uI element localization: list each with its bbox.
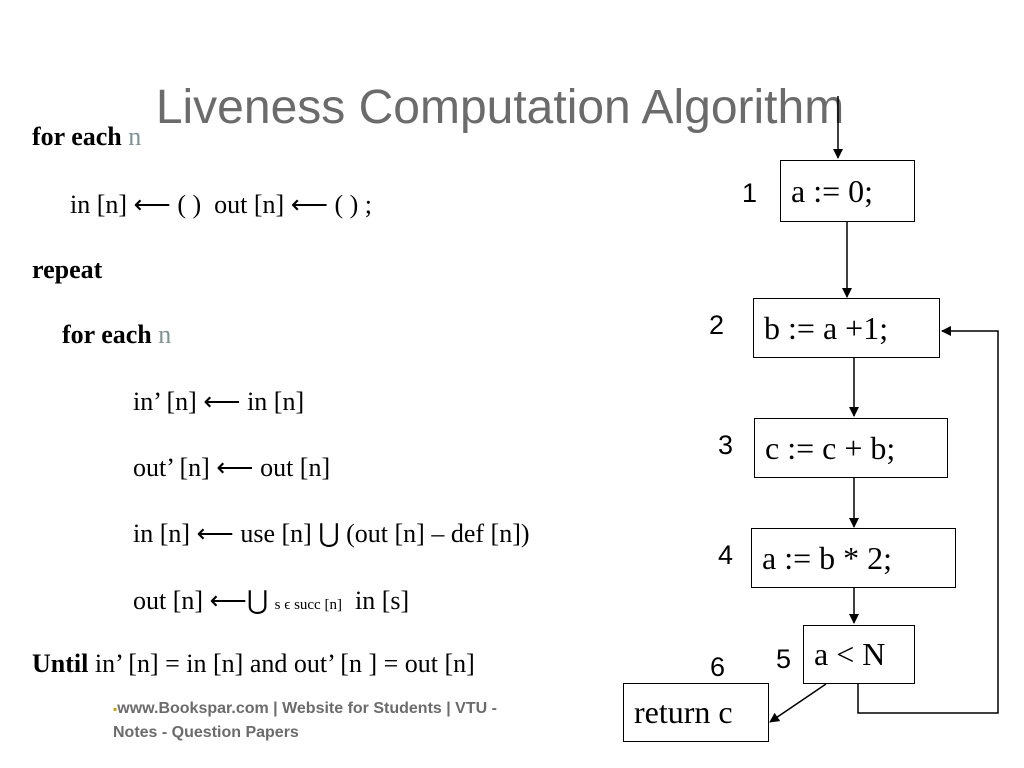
out-prime-lhs: out’ [n]: [133, 453, 210, 482]
footer-bullet: ▪: [113, 702, 118, 716]
out-rhs: in [s]: [354, 586, 410, 615]
algo-line-out-prime: out’ [n] ⟵ out [n]: [133, 455, 330, 481]
init-empty-2: ( ) ;: [334, 190, 373, 219]
in-use: use [n]: [240, 519, 312, 548]
assign-arrow: ⟵: [216, 453, 254, 482]
algo-line-until: Until in’ [n] = in [n] and out’ [n ] = o…: [32, 651, 475, 677]
node-number: 4: [718, 540, 734, 570]
node-number: 1: [742, 178, 758, 208]
in-lhs: in [n]: [133, 519, 191, 548]
out-prime-rhs: out [n]: [260, 453, 331, 482]
algo-line-for-each: for each n: [32, 124, 141, 150]
algo-line-out: out [n] ⟵⋃ s ϵ succ [n] in [s]: [133, 586, 410, 616]
edge-5-6: [769, 683, 827, 723]
var-n: n: [158, 320, 172, 349]
assign-arrow: ⟵: [209, 586, 247, 615]
union-symbol: ⋃: [318, 519, 340, 549]
edge-5-2-back: [857, 326, 999, 714]
out-lhs: out [n]: [133, 586, 204, 615]
node-number: 2: [709, 310, 725, 340]
assign-arrow: ⟵: [196, 519, 234, 548]
out-subscript: s ϵ succ [n]: [274, 597, 342, 613]
slide-title: Liveness Computation Algorithm: [155, 81, 845, 134]
flow-node-2: b := a +1;: [753, 298, 940, 358]
flow-node-6: return c: [623, 683, 769, 742]
init-out: out [n]: [214, 190, 285, 219]
algo-line-in-prime: in’ [n] ⟵ in [n]: [133, 389, 304, 415]
flow-node-4: a := b * 2;: [751, 528, 956, 588]
in-rest: (out [n] – def [n]): [346, 519, 530, 548]
keyword-until: Until: [32, 649, 89, 678]
keyword-for-each: for each: [32, 122, 122, 151]
keyword-for-each: for each: [62, 320, 152, 349]
assign-arrow: ⟵: [133, 190, 171, 219]
flow-node-1: a := 0;: [780, 160, 915, 222]
node-number: 5: [776, 644, 792, 674]
algo-line-repeat: repeat: [32, 257, 102, 283]
node-number: 6: [710, 652, 726, 682]
algo-line-for-each-inner: for each n: [62, 322, 171, 348]
node-number: 3: [718, 430, 734, 460]
algo-line-in: in [n] ⟵ use [n] ⋃ (out [n] – def [n]): [133, 519, 530, 549]
assign-arrow: ⟵: [203, 387, 241, 416]
init-empty-1: ( ): [177, 190, 202, 219]
flow-node-5: a < N: [803, 625, 915, 684]
keyword-repeat: repeat: [32, 255, 103, 284]
init-in: in [n]: [70, 190, 128, 219]
var-n: n: [128, 122, 142, 151]
flow-node-3: c := c + b;: [754, 418, 948, 478]
footer-note: ▪www.Bookspar.com | Website for Students…: [113, 697, 533, 745]
footer-text: www.Bookspar.com | Website for Students …: [113, 700, 497, 741]
until-condition: in’ [n] = in [n] and out’ [n ] = out [n]: [94, 649, 475, 678]
in-prime-rhs: in [n]: [247, 387, 305, 416]
algo-line-init: in [n] ⟵ ( ) out [n] ⟵ ( ) ;: [70, 192, 372, 218]
in-prime-lhs: in’ [n]: [133, 387, 197, 416]
union-symbol: ⋃: [246, 586, 269, 616]
assign-arrow: ⟵: [290, 190, 328, 219]
